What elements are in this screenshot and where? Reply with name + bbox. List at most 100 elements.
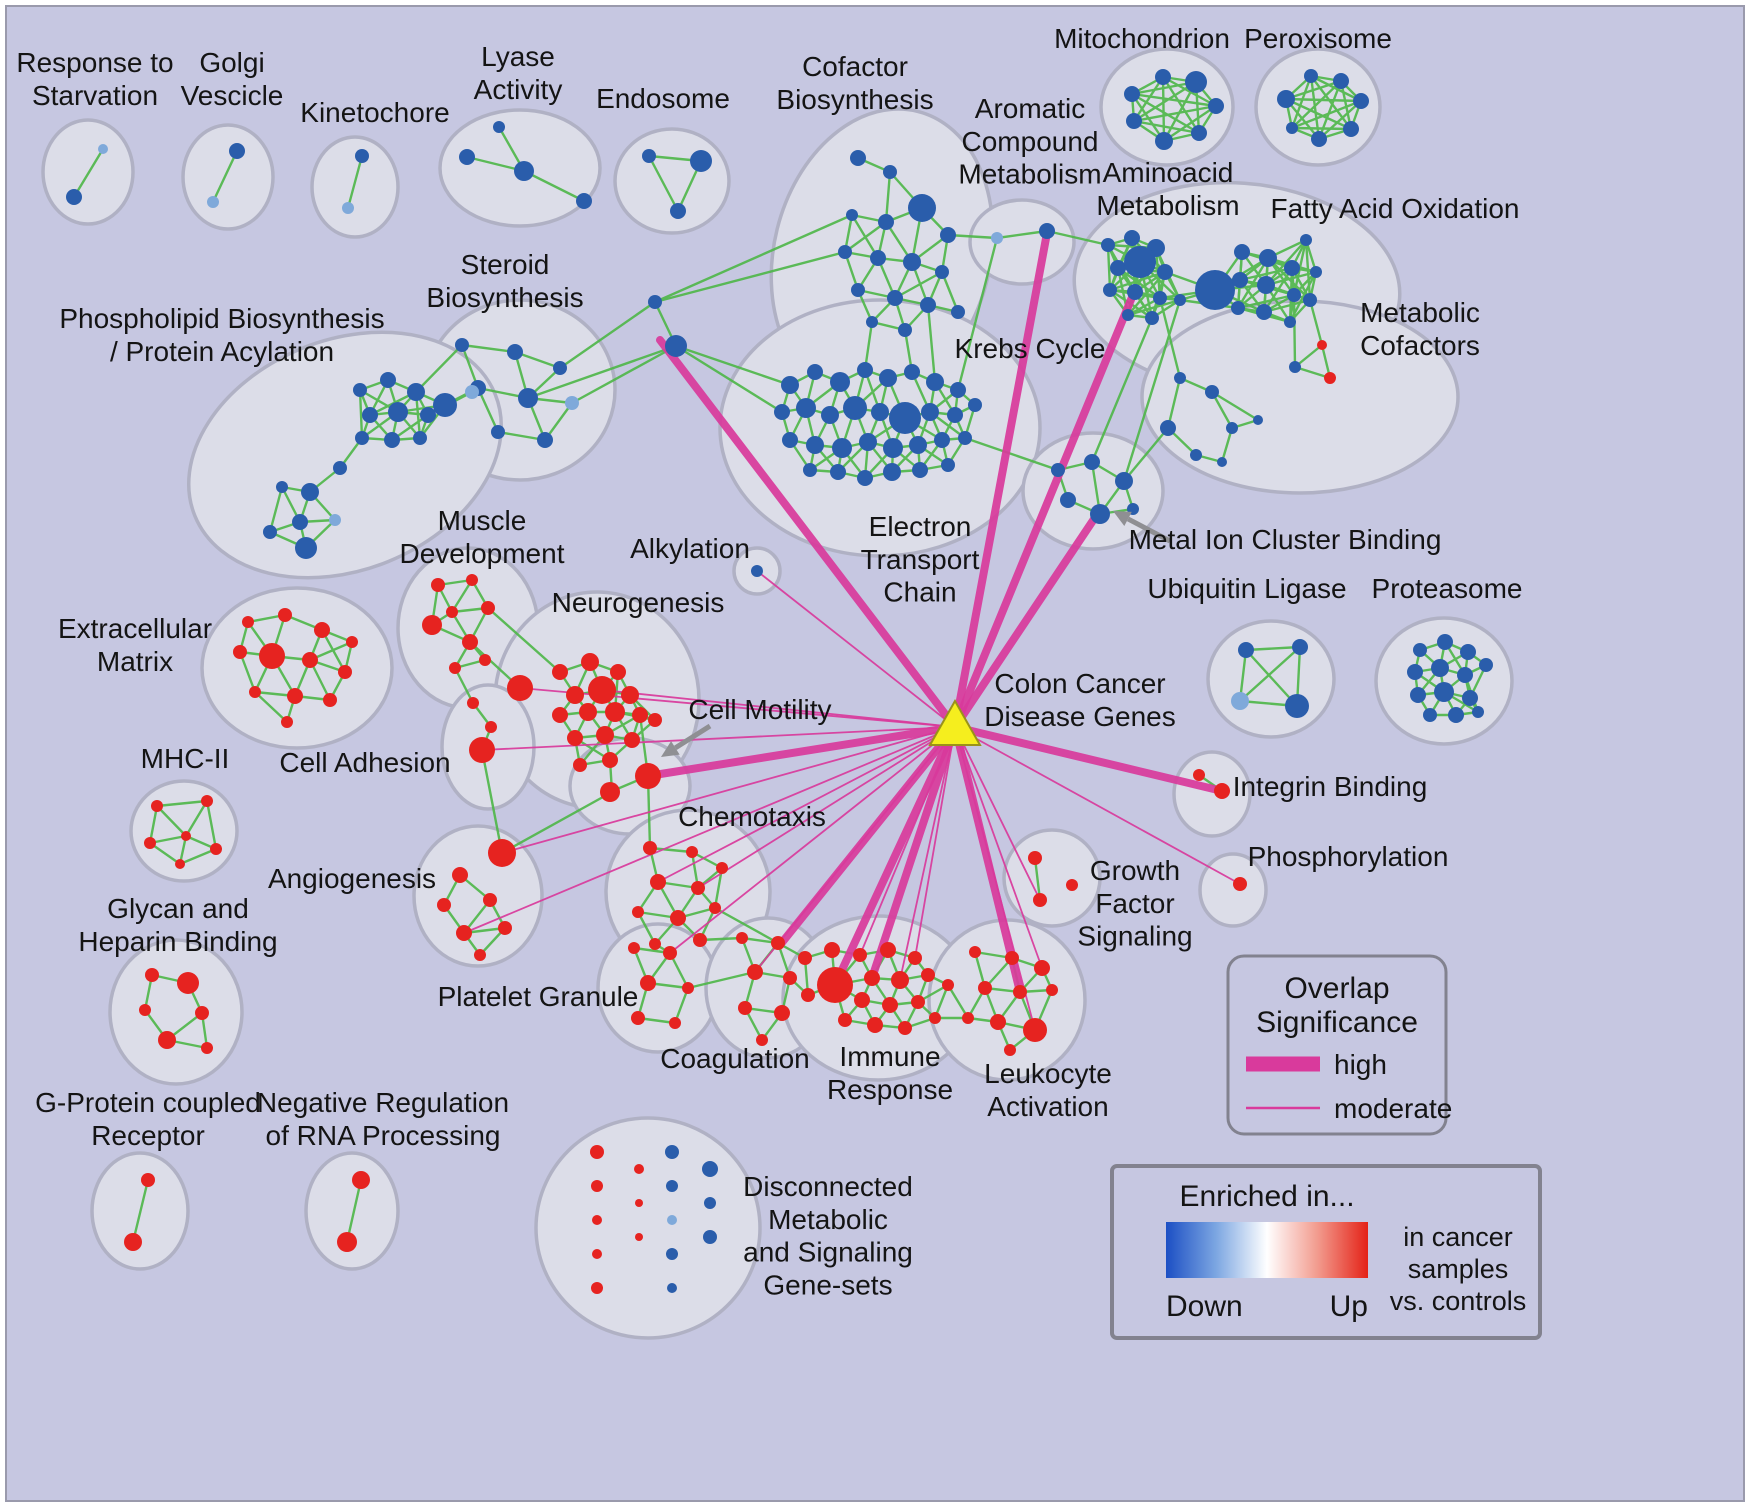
proteasome-node <box>1472 706 1484 718</box>
inter-cluster-edge <box>863 320 874 372</box>
coagulation-node <box>783 971 797 985</box>
phospholipid-biosynthesis-protein-acylation-node <box>355 431 369 445</box>
metabolic-cofactors-edge <box>1293 365 1332 380</box>
kinetochore-node <box>355 149 369 163</box>
cofactor-biosynthesis-edge <box>843 220 888 254</box>
immune-response-node <box>929 1012 941 1024</box>
peroxisome-edge <box>1290 99 1363 130</box>
enriched-note: samples <box>1408 1254 1509 1284</box>
mitochondrion-node <box>1191 125 1207 141</box>
golgi-vescicle-node <box>207 196 219 208</box>
mitochondrion-edge <box>1130 92 1201 135</box>
muscle-development-node <box>481 601 495 615</box>
negative-regulation-rna-processing-label: Negative Regulation <box>257 1087 509 1118</box>
leukocyte-activation-label: Leukocyte <box>984 1058 1112 1089</box>
disconnected-gene-sets-node <box>667 1283 677 1293</box>
cofactor-biosynthesis-node <box>908 194 936 222</box>
krebs-cycle-electron-transport-chain-node <box>857 362 873 378</box>
significance-edge-moderate <box>481 726 956 751</box>
aminoacid-metabolism-label: Metabolism <box>1096 190 1239 221</box>
neurogenesis-node <box>507 675 533 701</box>
metabolic-cofactors-node <box>1226 422 1238 434</box>
aminoacid-metabolism-fatty-acid-oxidation-node <box>1231 301 1245 315</box>
steroid-biosynthesis-edge <box>460 343 517 354</box>
chemotaxis-edge <box>648 846 694 854</box>
aromatic-compound-metabolism-label: Compound <box>962 126 1099 157</box>
leukocyte-activation-node <box>1046 984 1058 996</box>
aromatic-compound-metabolism-node <box>991 232 1003 244</box>
krebs-cycle-electron-transport-chain-ellipse <box>718 298 1042 558</box>
coagulation-label: Coagulation <box>660 1043 809 1074</box>
krebs-cycle-electron-transport-chain-node <box>904 364 920 380</box>
ubiquitin-ligase-node <box>1285 694 1309 718</box>
phosphorylation-label: Phosphorylation <box>1248 841 1449 872</box>
disconnected-gene-sets-node <box>634 1164 644 1174</box>
peroxisome-edge <box>1284 97 1353 131</box>
kinetochore-edge <box>346 154 364 210</box>
aminoacid-metabolism-fatty-acid-oxidation-node <box>1232 272 1248 288</box>
significance-edge-high <box>644 723 959 780</box>
mhc-ii-node <box>151 800 163 812</box>
immune-response-node <box>891 971 909 989</box>
mhc-ii-node <box>181 831 191 841</box>
negative-regulation-rna-processing-ellipse <box>304 1151 400 1271</box>
inter-cluster-edge <box>946 233 999 240</box>
neurogenesis-node <box>588 676 616 704</box>
chemotaxis-node <box>632 906 644 918</box>
proteasome-node <box>1423 708 1437 722</box>
peroxisome-edge <box>1309 74 1363 103</box>
cell-adhesion-node <box>467 697 479 709</box>
cofactor-biosynthesis-edge <box>893 270 944 300</box>
glycan-heparin-binding-node <box>158 1031 176 1049</box>
proteasome-node <box>1460 644 1476 660</box>
aromatic-compound-metabolism-label: Metabolism <box>958 159 1101 190</box>
golgi-vescicle-node <box>229 143 245 159</box>
angiogenesis-label: Angiogenesis <box>268 863 436 894</box>
inter-cluster-edge <box>926 303 937 384</box>
enriched-down-label: Down <box>1166 1290 1243 1323</box>
peroxisome-node <box>1333 73 1349 89</box>
inter-cluster-edge <box>1122 426 1170 483</box>
aminoacid-metabolism-fatty-acid-oxidation-node <box>1110 260 1126 276</box>
krebs-cycle-electron-transport-chain-node <box>941 458 955 472</box>
peroxisome-edge <box>1290 79 1343 130</box>
metal-ion-cluster-binding-label: Metal Ion Cluster Binding <box>1129 524 1442 555</box>
growth-factor-signaling-node <box>1066 879 1078 891</box>
muscle-development-label: Development <box>400 538 565 569</box>
leukocyte-activation-node <box>1023 1018 1047 1042</box>
platelet-granule-node <box>640 975 656 991</box>
peroxisome-label: Peroxisome <box>1244 23 1392 54</box>
colon-cancer-disease-genes-label: Colon Cancer <box>994 668 1165 699</box>
extracellular-matrix-node <box>323 693 337 707</box>
platelet-granule-label: Platelet Granule <box>438 981 639 1012</box>
glycan-heparin-binding-label: Glycan and <box>107 893 249 924</box>
angiogenesis-node <box>456 925 472 941</box>
cofactor-biosynthesis-node <box>838 245 852 259</box>
leukocyte-activation-node <box>1005 951 1019 965</box>
aminoacid-metabolism-fatty-acid-oxidation-node <box>1310 266 1322 278</box>
metabolic-cofactors-node <box>1289 361 1301 373</box>
extracellular-matrix-node <box>233 645 247 659</box>
negative-regulation-rna-processing-node <box>337 1232 357 1252</box>
mitochondrion-node <box>1155 132 1173 150</box>
glycan-heparin-binding-label: Heparin Binding <box>78 926 277 957</box>
aminoacid-metabolism-fatty-acid-oxidation-node <box>1122 309 1134 321</box>
platelet-granule-node <box>628 942 640 954</box>
metabolic-cofactors-node <box>1205 385 1219 399</box>
phospholipid-biosynthesis-protein-acylation-node <box>329 514 341 526</box>
aminoacid-metabolism-fatty-acid-oxidation-node <box>1300 234 1312 246</box>
golgi-vescicle-label: Vescicle <box>181 80 284 111</box>
mhc-ii-node <box>201 795 213 807</box>
phospholipid-biosynthesis-protein-acylation-edge <box>358 388 364 440</box>
krebs-cycle-electron-transport-chain-node <box>832 438 852 458</box>
aromatic-compound-metabolism-edge <box>995 229 1049 240</box>
proteasome-node <box>1413 643 1427 657</box>
krebs-cycle-electron-transport-chain-node <box>796 398 816 418</box>
steroid-biosynthesis-node <box>553 361 567 375</box>
krebs-cycle-electron-transport-chain-node <box>803 463 817 477</box>
mhc-ii-edge <box>155 804 188 838</box>
krebs-cycle-electron-transport-chain-node <box>859 433 877 451</box>
lyase-activity-label: Activity <box>474 74 563 105</box>
growth-factor-signaling-ellipse <box>1002 828 1102 928</box>
neurogenesis-node <box>632 707 648 723</box>
